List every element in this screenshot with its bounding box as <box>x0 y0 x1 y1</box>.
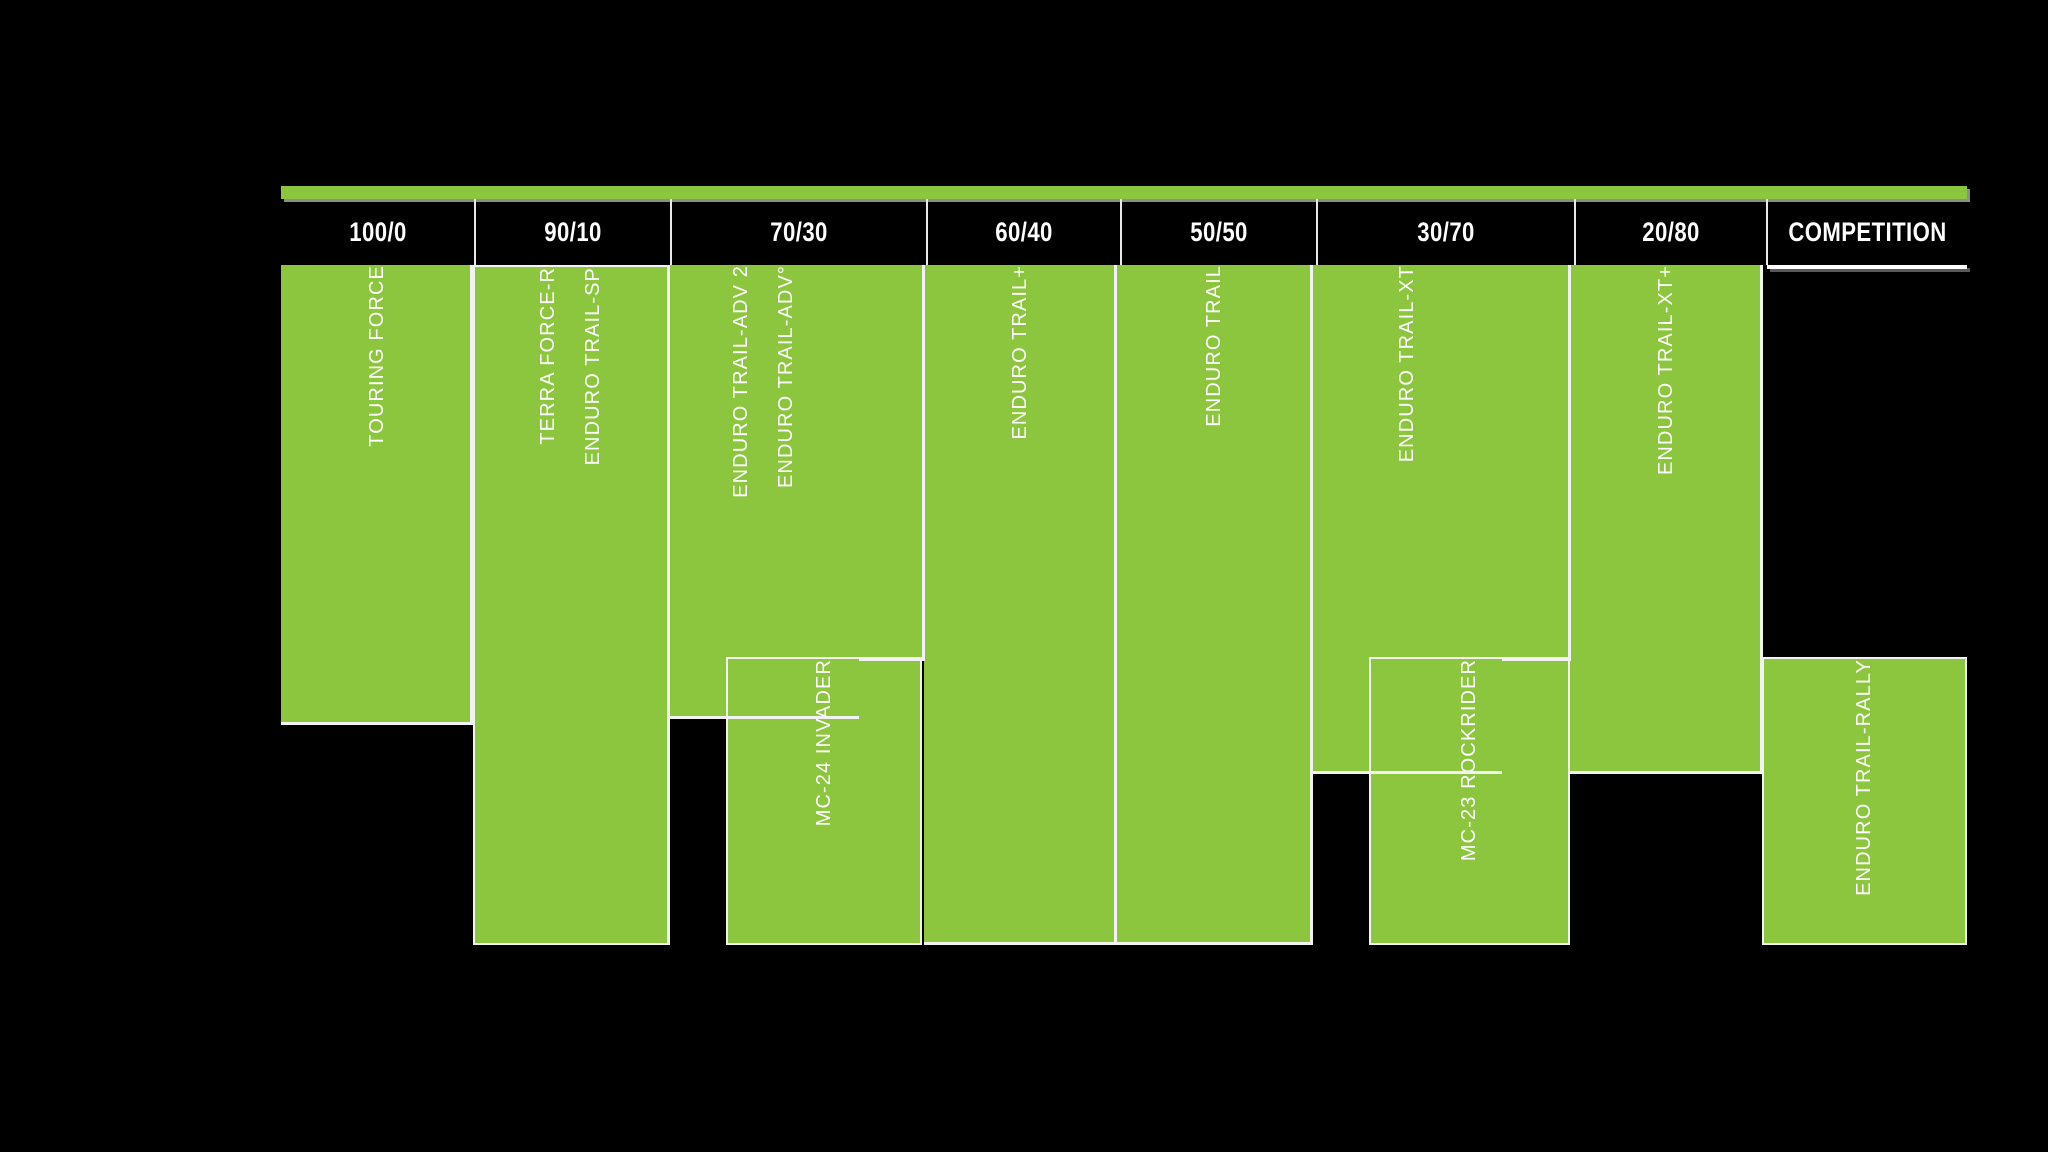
header-label: 100/0 <box>349 216 407 247</box>
bar-divider <box>922 265 925 661</box>
header-separator <box>670 199 672 265</box>
header-separator <box>1766 199 1768 265</box>
bar-label: ENDURO TRAIL <box>1202 265 1225 427</box>
bar-label: ENDURO TRAIL-SP <box>582 267 604 466</box>
bar-divider <box>667 265 670 945</box>
header-label: 50/50 <box>1190 216 1248 247</box>
bar-label: MC-24 INVADER <box>812 659 835 827</box>
header-separator <box>926 199 928 265</box>
header-cell-90-10[interactable]: 90/10 <box>475 199 671 265</box>
header-separator <box>1120 199 1122 265</box>
header-cell-100-0[interactable]: 100/0 <box>281 199 475 265</box>
header-separator <box>474 199 476 265</box>
bar-label-group: TERRA FORCE-R ENDURO TRAIL-SP <box>475 267 667 943</box>
bar-label: ENDURO TRAIL-RALLY <box>1853 659 1875 896</box>
bar-enduro-trail-adv-extension[interactable] <box>859 265 924 661</box>
bar-label: ENDURO TRAIL-XT <box>1395 265 1418 463</box>
bar-label-group: ENDURO TRAIL+ <box>924 265 1116 945</box>
bar-terra-force-r[interactable]: TERRA FORCE-R ENDURO TRAIL-SP <box>473 265 669 945</box>
bar-divider <box>1310 265 1313 945</box>
header-cell-70-30[interactable]: 70/30 <box>671 199 927 265</box>
header-cell-competition[interactable]: COMPETITION <box>1767 199 1967 265</box>
competition-header-underline <box>1767 265 1967 269</box>
header-label: 60/40 <box>995 216 1053 247</box>
bar-label-group: ENDURO TRAIL-ADV 2 ENDURO TRAIL-ADV° <box>669 265 859 716</box>
bar-mc-23-rockrider[interactable]: MC-23 ROCKRIDER <box>1369 657 1570 945</box>
header-label: 30/70 <box>1417 216 1475 247</box>
bar-divider <box>1114 265 1117 945</box>
bar-enduro-trail[interactable]: ENDURO TRAIL <box>1116 265 1312 945</box>
header-label: COMPETITION <box>1787 216 1947 247</box>
top-accent-rule <box>281 186 1967 199</box>
bar-label: ENDURO TRAIL-XT+ <box>1654 265 1677 476</box>
bar-label: TOURING FORCE <box>365 265 388 447</box>
header-separator <box>1316 199 1318 265</box>
bar-label: ENDURO TRAIL-ADV° <box>775 265 797 489</box>
bar-enduro-trail-rally[interactable]: ENDURO TRAIL-RALLY <box>1762 657 1967 945</box>
bar-bottom-edge <box>924 942 1116 945</box>
bar-label-group: TOURING FORCE <box>281 265 473 722</box>
bar-enduro-trail-xt-extension[interactable] <box>1502 265 1570 661</box>
header-label: 70/30 <box>770 216 828 247</box>
bar-bottom-edge <box>1116 942 1312 945</box>
bar-touring-force[interactable]: TOURING FORCE <box>281 265 473 722</box>
bar-label-group: ENDURO TRAIL-XT+ <box>1570 265 1762 771</box>
bar-bottom-edge <box>1570 771 1762 774</box>
bar-divider <box>1568 265 1571 661</box>
bar-bottom-edge <box>281 722 473 725</box>
bar-label-group: MC-24 INVADER <box>728 659 920 943</box>
header-cell-30-70[interactable]: 30/70 <box>1317 199 1575 265</box>
bar-label: TERRA FORCE-R <box>537 267 559 445</box>
bar-bottom-edge <box>859 658 924 661</box>
bar-bottom-edge <box>669 716 859 719</box>
bar-divider <box>1760 265 1763 771</box>
header-row: 100/0 90/10 70/30 60/40 50/50 30/70 20/8… <box>281 199 1967 265</box>
bar-label: ENDURO TRAIL-ADV 2 <box>730 265 752 498</box>
bar-divider <box>470 265 473 722</box>
header-label: 20/80 <box>1642 216 1700 247</box>
bar-bottom-edge <box>1312 771 1502 774</box>
bar-label-group: ENDURO TRAIL-RALLY <box>1764 659 1965 943</box>
bar-bottom-edge <box>1502 658 1570 661</box>
bar-label-group: MC-23 ROCKRIDER <box>1371 659 1568 943</box>
header-cell-20-80[interactable]: 20/80 <box>1575 199 1767 265</box>
bar-mc-24-invader[interactable]: MC-24 INVADER <box>726 657 922 945</box>
bar-label-group: ENDURO TRAIL <box>1116 265 1312 945</box>
bar-label: MC-23 ROCKRIDER <box>1458 659 1480 862</box>
header-separator <box>1574 199 1576 265</box>
header-cell-50-50[interactable]: 50/50 <box>1121 199 1317 265</box>
bar-label: ENDURO TRAIL+ <box>1008 265 1031 440</box>
bar-enduro-trail-xt-plus[interactable]: ENDURO TRAIL-XT+ <box>1570 265 1762 771</box>
header-cell-60-40[interactable]: 60/40 <box>927 199 1121 265</box>
bar-enduro-trail-adv[interactable]: ENDURO TRAIL-ADV 2 ENDURO TRAIL-ADV° <box>669 265 859 716</box>
bar-enduro-trail-plus[interactable]: ENDURO TRAIL+ <box>924 265 1116 945</box>
header-label: 90/10 <box>544 216 602 247</box>
